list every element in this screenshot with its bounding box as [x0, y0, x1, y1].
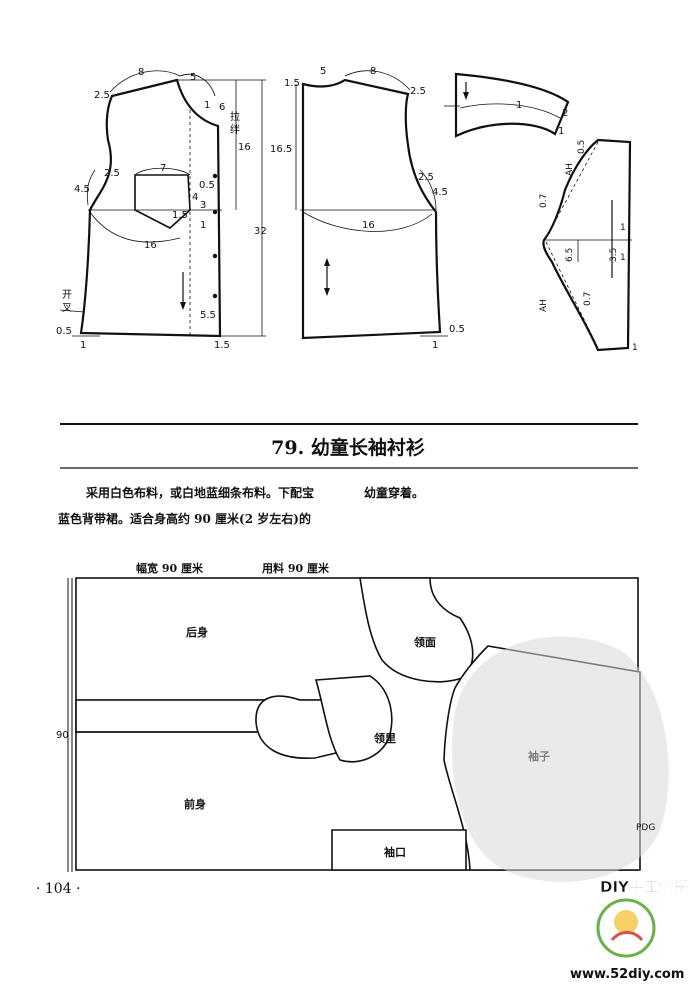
pattern-front-p4-label: 4	[192, 192, 198, 203]
pattern-front-p7-label: 7	[160, 163, 166, 174]
pattern-sleeve-ah2-label: AH	[539, 299, 549, 312]
pattern-front-d32-label: 32	[254, 226, 267, 237]
pattern-back-d4_5-label: 4.5	[432, 187, 448, 198]
pattern-front-d16-label: 16	[238, 142, 251, 153]
pattern-front-p3-label: 3	[200, 200, 206, 211]
collar-pattern: 1 2 1	[444, 72, 570, 138]
pattern-sleeve-s1-label: 1	[620, 223, 626, 233]
piece-collar-outer-label: 领面	[413, 635, 436, 649]
sleeve-labels: AH 0.5 0.7 6.5 3.5 1 1 AH 0.7 1	[539, 140, 638, 353]
svg-text:叉: 叉	[62, 302, 72, 314]
footer-pdg-label: PDG	[636, 823, 655, 833]
pattern-sleeve-ah-label: AH	[565, 163, 575, 176]
pattern-front-p0_5-label: 0.5	[199, 180, 215, 191]
pattern-back-d16_5-label: 16.5	[270, 144, 292, 155]
section-heading: 79. 幼童长袖衬衫	[60, 423, 638, 469]
front-bodice-pattern	[59, 70, 266, 338]
pattern-sleeve-s3_5-label: 3.5	[609, 248, 619, 262]
pattern-front-hem0_5-label: 0.5	[56, 326, 72, 337]
pattern-front-p1_5-label: 1.5	[172, 210, 188, 221]
pattern-back-d16-label: 16	[362, 220, 375, 231]
pattern-front-d6-label: 6	[219, 102, 225, 113]
pattern-sleeve-s0_7b-label: 0.7	[583, 292, 593, 306]
page-number: · 104 ·	[36, 881, 81, 897]
pattern-sleeve-s6_5-label: 6.5	[565, 248, 575, 262]
sleeve-pattern	[542, 138, 632, 352]
pattern-collar-c1b-label: 1	[558, 126, 564, 137]
fabric-usage-label: 用料 90 厘米	[262, 561, 330, 575]
pattern-back-hem0_5-label: 0.5	[449, 324, 465, 335]
footer-watermark_url-label: www.52diy.com	[570, 967, 684, 982]
intro-line1-label: 采用白色布料，或白地蓝细条布料。下配宝	[85, 485, 314, 500]
pattern-front-d4_5-label: 4.5	[74, 184, 90, 195]
pattern-sleeve-s0_7-label: 0.7	[539, 194, 549, 208]
pattern-front-d2_5b-label: 2.5	[104, 168, 120, 179]
back-bodice-pattern	[295, 70, 448, 340]
pattern-front-d2_5a-label: 2.5	[94, 90, 110, 101]
piece-back-label: 后身	[186, 625, 208, 639]
pattern-back-d2_5b-label: 2.5	[418, 172, 434, 183]
footer-watermark_text-label: DIY手工俱乐部	[600, 878, 690, 896]
button-marks	[212, 173, 218, 299]
svg-text:绊: 绊	[230, 123, 240, 136]
section-title: 79. 幼童长袖衬衫	[271, 436, 425, 459]
pattern-back-d8-label: 8	[370, 66, 376, 77]
pattern-front-d16_chest-label: 16	[144, 240, 157, 251]
svg-text:拉: 拉	[230, 110, 240, 123]
svg-text:开: 开	[62, 290, 72, 301]
pattern-sleeve-s0_5-label: 0.5	[577, 140, 587, 154]
back-bodice-labels: 1.5 5 8 2.5 16.5 2.5 4.5 16 0.5 1	[270, 66, 465, 351]
pattern-front-d8-label: 8	[138, 67, 144, 78]
pattern-front-d1-label: 1	[204, 100, 210, 111]
pattern-front-d5-label: 5	[190, 72, 196, 83]
pattern-collar-c2-label: 2	[562, 108, 568, 119]
pattern-sleeve-s1b-label: 1	[620, 253, 626, 263]
piece-collar-inner-label: 领里	[373, 731, 396, 745]
pattern-back-d1_5-label: 1.5	[284, 78, 300, 89]
piece-front-label: 前身	[184, 797, 206, 811]
intro-text: 采用白色布料，或白地蓝细条布料。下配宝 幼童穿着。 蓝色背带裙。适合身高约 90…	[58, 485, 424, 526]
fabric-width-label: 幅宽 90 厘米	[136, 561, 204, 575]
piece-cuff-label: 袖口	[384, 845, 406, 859]
pattern-back-d5-label: 5	[320, 66, 326, 77]
watermark: PDG DIY手工俱乐部 www.52diy.com	[452, 636, 690, 982]
layout-side_dim-label: 90	[56, 730, 69, 741]
pattern-sleeve-s1c-label: 1	[632, 343, 638, 353]
pattern-front-hem1-label: 1	[80, 340, 86, 351]
pattern-front-d5_5-label: 5.5	[200, 310, 216, 321]
intro-line2-label: 蓝色背带裙。适合身高约 90 厘米(2 岁左右)的	[58, 511, 311, 526]
intro-line1_right-label: 幼童穿着。	[364, 485, 424, 500]
pattern-front-p_bottom-label: 1	[200, 220, 206, 231]
pattern-front-hem1_5-label: 1.5	[214, 340, 230, 351]
front-bodice-labels: 8 5 2.5 1 6 拉 绊 16 32 2.5 4.5 7 0.5 4 1.…	[56, 67, 267, 351]
pattern-back-hem1-label: 1	[432, 340, 438, 351]
pattern-back-d2_5-label: 2.5	[410, 86, 426, 97]
pattern-collar-c1-label: 1	[516, 100, 522, 111]
